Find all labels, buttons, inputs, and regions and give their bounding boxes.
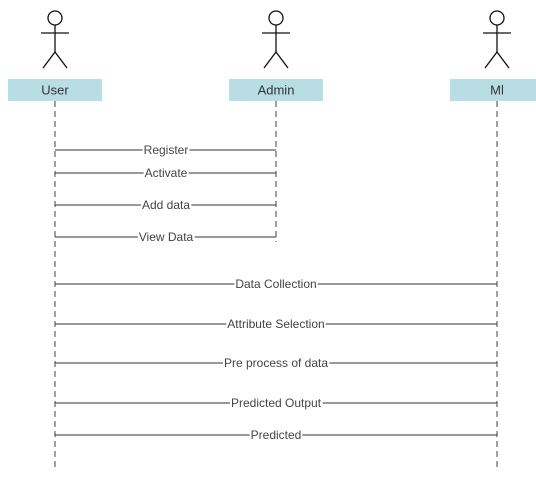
actor-ml: Ml bbox=[450, 10, 536, 468]
message-label: Pre process of data bbox=[224, 356, 328, 370]
message-label: Attribute Selection bbox=[227, 317, 324, 331]
message-activate: Activate bbox=[55, 166, 276, 180]
message-label: Activate bbox=[145, 166, 188, 180]
message-label: View Data bbox=[139, 230, 194, 244]
message-attribute-selection: Attribute Selection bbox=[55, 317, 497, 331]
message-label-background bbox=[229, 396, 323, 410]
actor-box-user bbox=[8, 79, 102, 101]
admin-stick-figure-icon bbox=[262, 10, 290, 69]
message-label-background bbox=[226, 317, 326, 331]
message-label-background bbox=[143, 166, 189, 180]
actor-box-ml bbox=[450, 79, 536, 101]
ml-stick-figure-icon bbox=[483, 10, 511, 69]
actor-label-admin: Admin bbox=[258, 83, 295, 98]
actor-label-user: User bbox=[41, 83, 69, 98]
message-label-background bbox=[249, 428, 303, 442]
user-stick-figure-icon bbox=[41, 10, 69, 69]
message-add-data: Add data bbox=[55, 198, 276, 212]
message-pre-process-of-data: Pre process of data bbox=[55, 356, 497, 370]
message-label: Add data bbox=[142, 198, 190, 212]
message-predicted: Predicted bbox=[55, 428, 497, 442]
actor-box-admin bbox=[229, 79, 323, 101]
message-view-data: View Data bbox=[55, 230, 276, 244]
message-label-background bbox=[142, 143, 190, 157]
message-label-background bbox=[137, 230, 195, 244]
message-label-background bbox=[234, 277, 318, 291]
message-label: Data Collection bbox=[235, 277, 316, 291]
actor-admin: Admin bbox=[229, 10, 323, 242]
message-label: Predicted bbox=[251, 428, 302, 442]
message-label-background bbox=[222, 356, 330, 370]
message-label-background bbox=[140, 198, 192, 212]
message-predicted-output: Predicted Output bbox=[55, 396, 497, 410]
actor-label-ml: Ml bbox=[490, 83, 504, 98]
message-register: Register bbox=[55, 143, 276, 157]
message-data-collection: Data Collection bbox=[55, 277, 497, 291]
message-label: Predicted Output bbox=[231, 396, 322, 410]
message-label: Register bbox=[144, 143, 189, 157]
actor-user: User bbox=[8, 10, 102, 468]
